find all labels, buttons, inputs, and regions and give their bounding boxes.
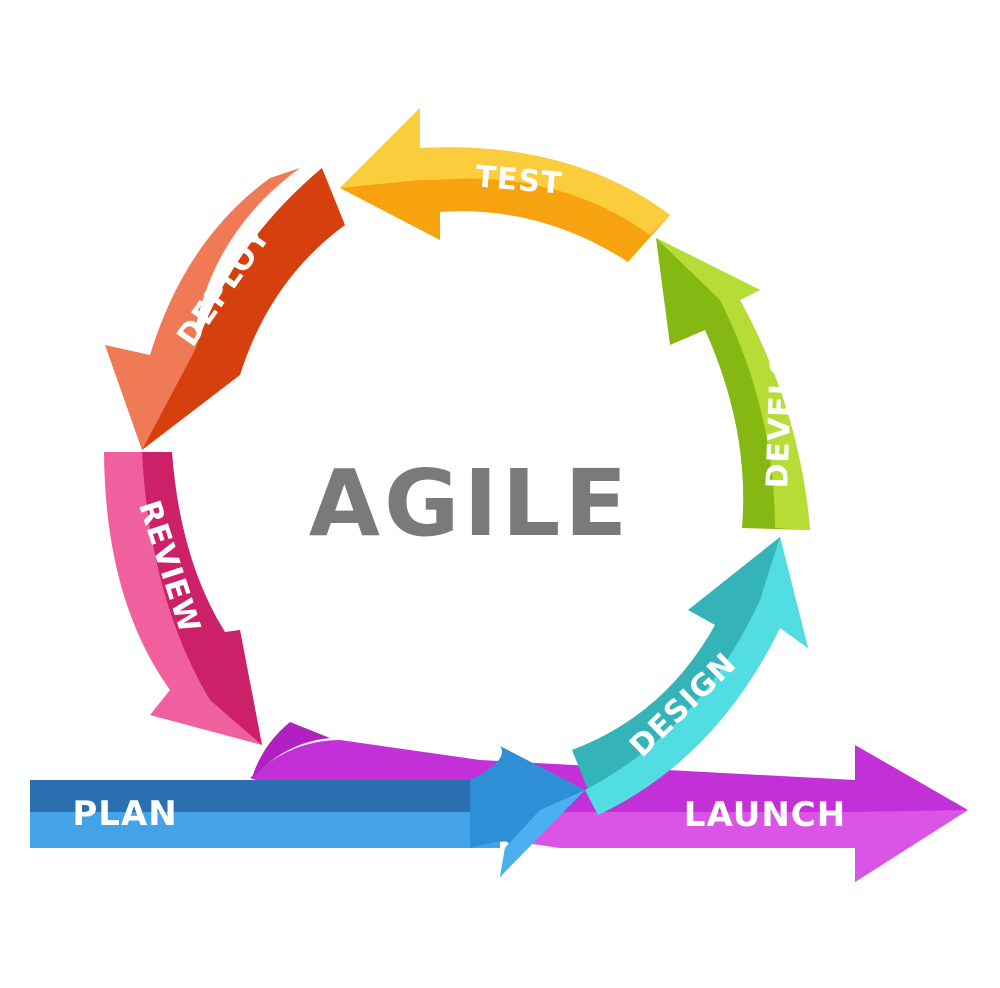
develop-label: DEVELOP xyxy=(760,326,801,489)
deploy-arrow xyxy=(105,168,345,450)
develop-arrow xyxy=(656,238,810,530)
plan-label: PLAN xyxy=(72,794,177,834)
center-title: AGILE xyxy=(309,450,631,557)
plan-arrow xyxy=(30,746,585,877)
test-arrow xyxy=(340,108,670,262)
design-arrow xyxy=(572,537,808,815)
launch-label: LAUNCH xyxy=(684,795,846,835)
test-label: TEST xyxy=(474,159,564,201)
review-arrow xyxy=(104,452,262,745)
